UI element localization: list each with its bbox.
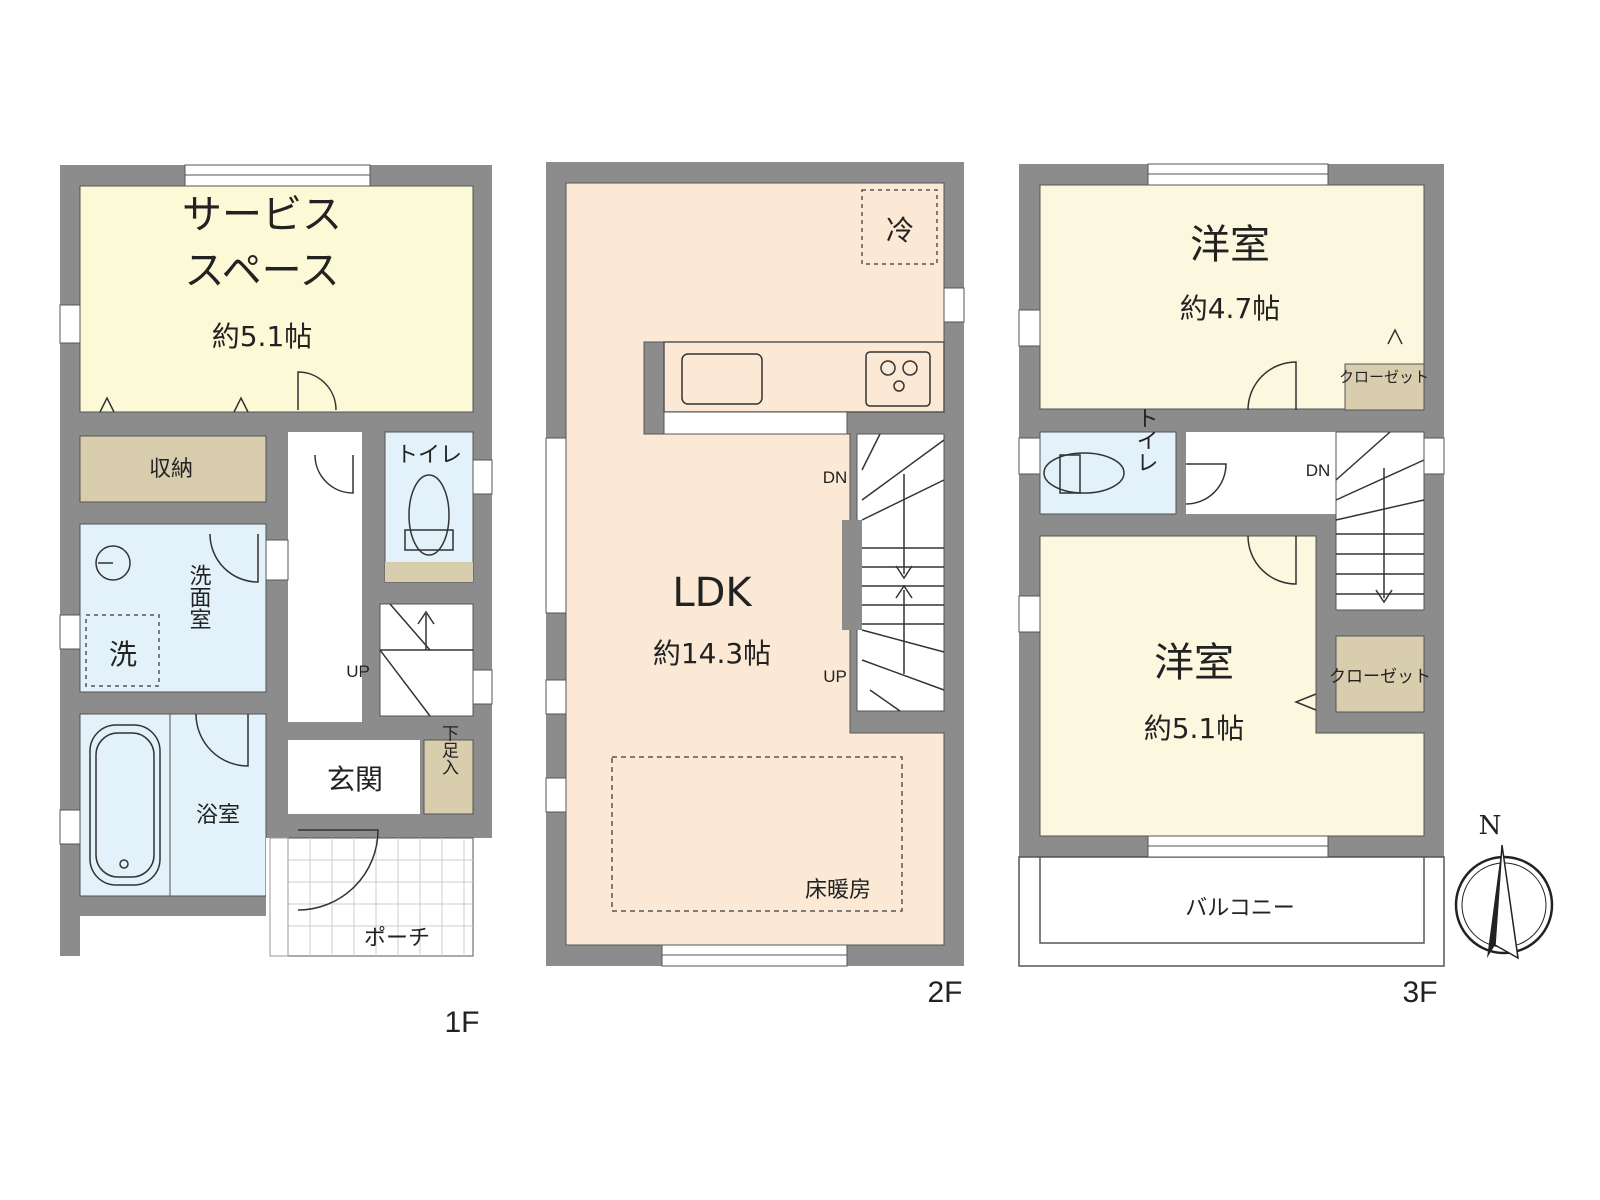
stair-up-label-1f: UP bbox=[346, 662, 370, 681]
closet-a-label: クローゼット bbox=[1339, 368, 1429, 386]
room-toilet-1f bbox=[384, 431, 474, 583]
bedroom-a-name: 洋室 bbox=[1190, 222, 1270, 268]
bath-label: 浴室 bbox=[196, 803, 240, 828]
windows-3f bbox=[1018, 163, 1445, 858]
floor-label-2f: 2F bbox=[927, 976, 962, 1009]
floor-3f: 洋室 約4.7帖 クローゼット トイレ DN 洋室 約5.1帖 クローゼット バ… bbox=[1018, 163, 1445, 1009]
shoe-box-label: 下足入 bbox=[438, 725, 459, 776]
doors-3f bbox=[1185, 361, 1297, 585]
ldk-size: 約14.3帖 bbox=[653, 637, 771, 670]
kitchen-sink bbox=[681, 353, 763, 405]
washer-label: 洗 bbox=[109, 638, 137, 671]
doors-1f bbox=[195, 371, 379, 911]
cooktop bbox=[865, 351, 931, 407]
floor-heating-label: 床暖房 bbox=[805, 878, 871, 903]
compass-north-label: N bbox=[1479, 811, 1502, 841]
washbasin bbox=[95, 545, 131, 581]
floor-heating-area bbox=[611, 756, 903, 912]
stair-dn-label-2f: DN bbox=[823, 468, 848, 487]
service-space-name-2: スペース bbox=[184, 248, 339, 294]
porch-tiles bbox=[288, 838, 473, 956]
windows-1f bbox=[59, 164, 493, 845]
service-space-name-1: サービス bbox=[182, 192, 342, 238]
stairs-2f-lines bbox=[861, 433, 945, 712]
toilet-fixture-3f bbox=[1043, 452, 1125, 494]
bathtub bbox=[89, 724, 161, 886]
room-toilet-3f bbox=[1039, 431, 1177, 515]
entrance-label: 玄関 bbox=[327, 763, 383, 796]
floor-2f: LDK 約14.3帖 冷 床暖房 DN UP 2F bbox=[545, 162, 965, 1009]
storage-label: 収納 bbox=[149, 457, 193, 482]
fridge-space bbox=[861, 189, 938, 265]
room-service-space bbox=[79, 185, 474, 413]
bedroom-a-size: 約4.7帖 bbox=[1180, 292, 1281, 325]
stairs-3f-lines bbox=[1335, 431, 1425, 604]
washroom-label: 洗面室 bbox=[186, 564, 212, 630]
stair-up-label-2f: UP bbox=[823, 667, 847, 686]
storage-closet bbox=[79, 435, 267, 503]
bedroom-b-name: 洋室 bbox=[1154, 640, 1234, 686]
closet-b-label: クローゼット bbox=[1329, 667, 1431, 687]
ldk-name: LDK bbox=[672, 570, 753, 616]
toilet-label-1f: トイレ bbox=[396, 443, 462, 468]
windows-2f bbox=[545, 287, 965, 967]
balcony-label: バルコニー bbox=[1185, 896, 1295, 921]
stairs-1f-lines bbox=[379, 603, 473, 717]
toilet-label-3f: トイレ bbox=[1133, 407, 1158, 473]
closet-b bbox=[1335, 635, 1425, 713]
stair-dn-label-3f: DN bbox=[1306, 461, 1331, 480]
toilet-fixture-1f bbox=[408, 474, 450, 556]
floor-label-3f: 3F bbox=[1402, 976, 1437, 1009]
service-space-size: 約5.1帖 bbox=[212, 320, 313, 353]
room-bath bbox=[79, 713, 267, 897]
fridge-label: 冷 bbox=[886, 214, 914, 247]
bedroom-b-size: 約5.1帖 bbox=[1144, 712, 1245, 745]
room-bedroom-b bbox=[1039, 535, 1425, 837]
closet-a bbox=[1344, 363, 1425, 411]
floor-label-1f: 1F bbox=[444, 1006, 479, 1039]
room-entrance bbox=[288, 740, 420, 814]
stairs-3f bbox=[1335, 431, 1425, 611]
porch-label: ポーチ bbox=[364, 926, 430, 951]
shoe-cabinet bbox=[423, 739, 474, 815]
north-arrow-icon bbox=[1494, 844, 1519, 960]
room-washroom bbox=[79, 523, 267, 693]
compass-rose: N bbox=[1454, 811, 1554, 960]
floor-1f: サービス スペース 約5.1帖 収納 トイレ 洗面室 洗 浴室 玄関 下足入 ポ… bbox=[59, 164, 493, 1039]
